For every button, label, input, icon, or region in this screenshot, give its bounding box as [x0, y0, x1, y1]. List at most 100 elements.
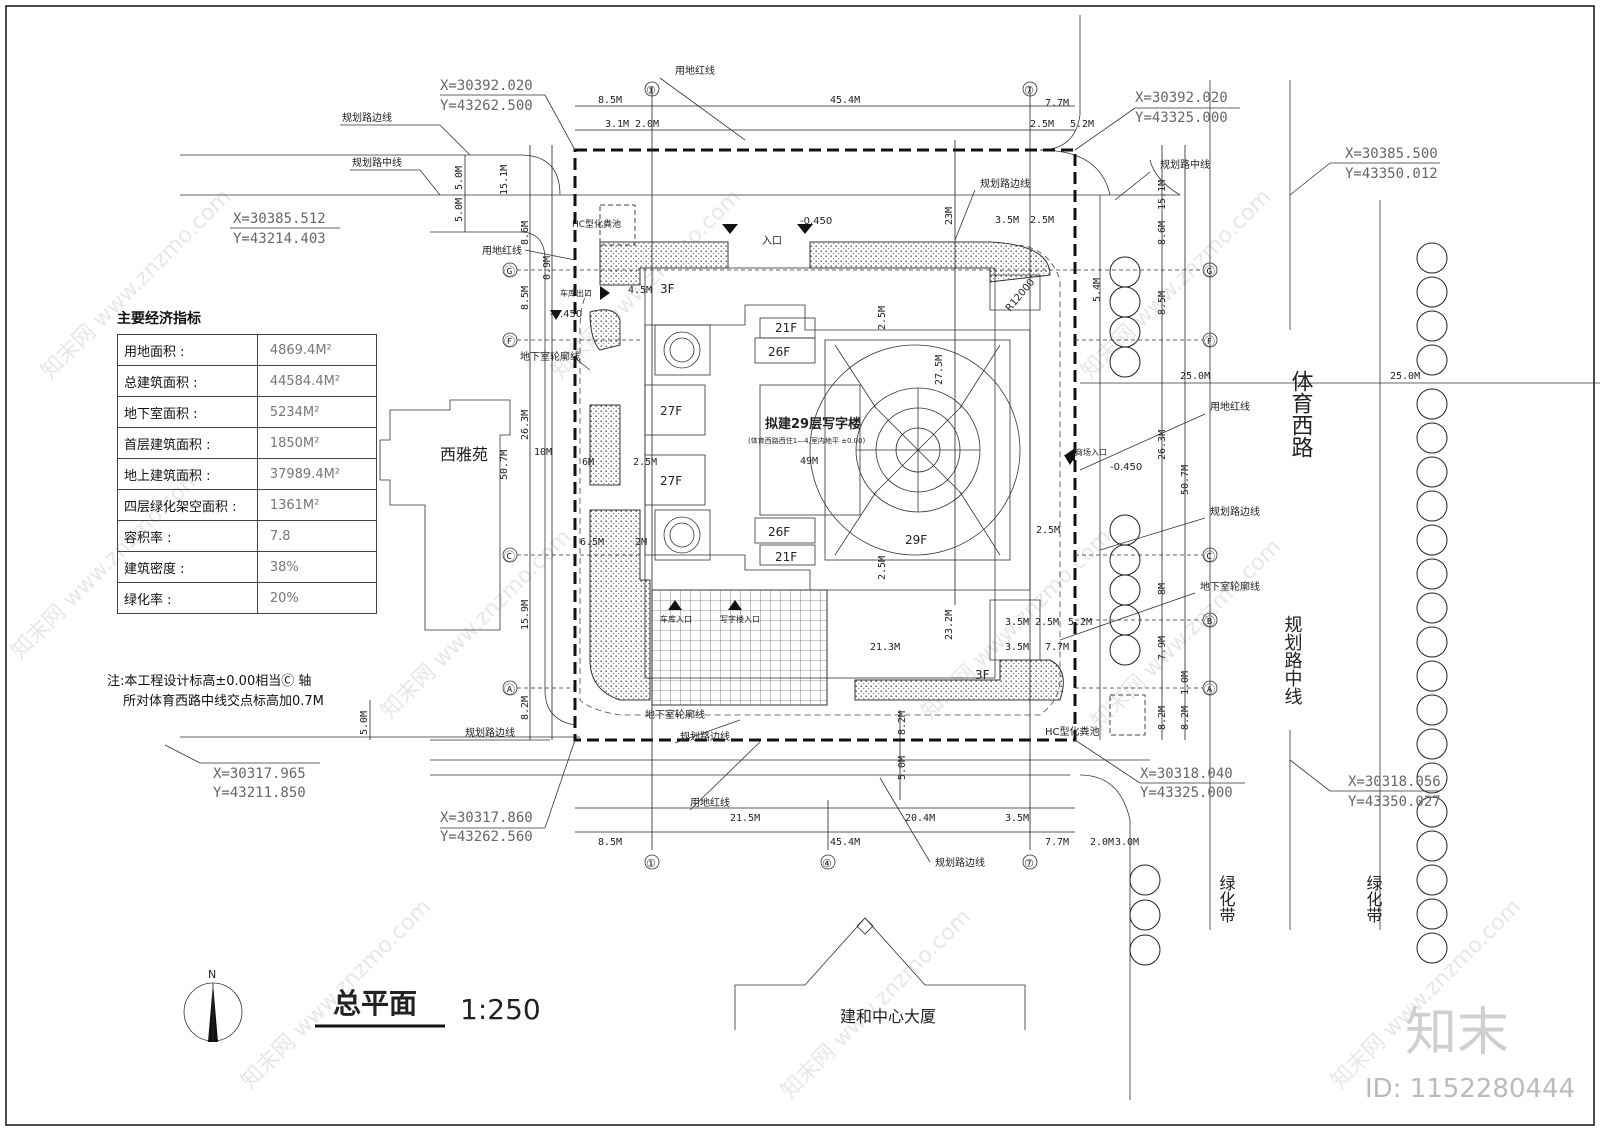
- svg-text:8.5M: 8.5M: [520, 286, 531, 310]
- road-edge-label: 规划路边线: [465, 726, 515, 739]
- road-center-vertical: 规划路中线: [1282, 615, 1303, 705]
- svg-text:1.0M: 1.0M: [1180, 671, 1191, 695]
- svg-text:21.3M: 21.3M: [870, 642, 900, 653]
- note-line: 所对体育西路中线交点标高加0.7M: [123, 694, 324, 709]
- svg-text:3.5M: 3.5M: [1005, 642, 1029, 653]
- svg-text:2.5M: 2.5M: [1035, 617, 1059, 628]
- indicator-value: 1850M²: [256, 427, 378, 459]
- svg-text:7.7M: 7.7M: [1045, 98, 1069, 109]
- svg-text:Y=43214.403: Y=43214.403: [233, 231, 326, 247]
- dimension-lines: [369, 86, 1186, 850]
- svg-text:2.5M: 2.5M: [1036, 525, 1060, 536]
- basement-label: 地下室轮廓线: [645, 708, 705, 721]
- svg-text:21.5M: 21.5M: [730, 813, 760, 824]
- svg-text:2.5M: 2.5M: [1030, 119, 1054, 130]
- svg-text:7.7M: 7.7M: [1045, 837, 1069, 848]
- coordinates: X=30392.020 Y=43262.500 X=30392.020 Y=43…: [164, 78, 1441, 845]
- indicator-value: 37989.4M²: [256, 458, 378, 490]
- axis-markers: [502, 81, 1218, 870]
- level-mark: -0.450: [1110, 462, 1142, 473]
- indicator-label: 地下室面积 :: [117, 396, 258, 428]
- axis-label: ④: [822, 857, 832, 870]
- svg-text:Y=43325.000: Y=43325.000: [1135, 110, 1228, 126]
- watermark-text: 知末网 www.znzmo.com: [1077, 184, 1277, 384]
- watermark-text: 知末网 www.znzmo.com: [377, 524, 577, 724]
- watermark-text: 知末网 www.znzmo.com: [1087, 534, 1287, 734]
- svg-text:2.0M: 2.0M: [1090, 837, 1114, 848]
- road-center-label: 规划路中线: [352, 156, 402, 169]
- watermark-text: 知末网 www.znzmo.com: [777, 904, 977, 1104]
- svg-text:23M: 23M: [944, 207, 955, 225]
- svg-text:20.4M: 20.4M: [905, 813, 935, 824]
- svg-text:X=30318.040: X=30318.040: [1140, 766, 1233, 782]
- axis-label: Ⓕ: [504, 335, 515, 348]
- indicator-label: 地上建筑面积 :: [117, 458, 258, 490]
- office-entry-label: 写字楼入口: [720, 614, 760, 624]
- floor-label: 29F: [905, 533, 927, 547]
- svg-text:5.0M: 5.0M: [897, 756, 908, 780]
- indicator-value: 20%: [256, 582, 378, 614]
- svg-text:X=30317.965: X=30317.965: [213, 766, 306, 782]
- indicator-value: 5234M²: [256, 396, 378, 428]
- svg-text:8.2M: 8.2M: [1157, 706, 1168, 730]
- neighbor-label: 西雅苑: [440, 445, 488, 464]
- axis-label: ①: [646, 84, 656, 97]
- septic-tank: [599, 204, 636, 246]
- indicator-value: 4869.4M²: [256, 334, 378, 366]
- commerce-entry-label: 商场入口: [1075, 447, 1107, 457]
- axis-label: Ⓖ: [1204, 265, 1215, 278]
- svg-text:15.9M: 15.9M: [520, 600, 531, 630]
- road-edge-label: 规划路边线: [1210, 505, 1260, 518]
- indicator-label: 四层绿化架空面积 :: [117, 489, 258, 521]
- road-edge-label: 规划路边线: [680, 730, 730, 743]
- svg-text:25.0M: 25.0M: [1180, 371, 1210, 382]
- dims-right: 15.1M 8.6M 8.5M 26.3M 50.7M 8M 7.9M 1.0M…: [1157, 180, 1191, 730]
- indicator-row: 总建筑面积 :44584.4M²: [117, 365, 378, 397]
- floor-label: 21F: [775, 321, 797, 335]
- svg-text:5.0M: 5.0M: [454, 166, 465, 190]
- road-edge-label: 规划路边线: [935, 856, 985, 869]
- indicator-value: 7.8: [256, 520, 378, 552]
- street-trees: [1109, 242, 1448, 966]
- note-line: 注:本工程设计标高±0.00相当Ⓒ 轴: [107, 674, 312, 689]
- axis-label: Ⓒ: [1204, 550, 1215, 563]
- floor-labels: 3F 21F 26F 27F 27F 26F 21F 29F 3F: [660, 282, 990, 682]
- green-zones: [589, 241, 1064, 701]
- redline-label: 用地红线: [1210, 400, 1250, 413]
- indicator-value: 38%: [256, 551, 378, 583]
- svg-text:绿化带: 绿化带: [1364, 875, 1383, 923]
- building-name: 拟建29层写字楼: [765, 416, 861, 432]
- floor-label: 26F: [768, 525, 790, 539]
- greenbelt-labels: 绿化带 绿化带: [1217, 875, 1383, 923]
- svg-text:2.5M: 2.5M: [877, 556, 888, 580]
- entry-markers: 入口 车库出口 商场入口 车库入口 写字楼入口: [550, 224, 1107, 624]
- svg-text:15.1M: 15.1M: [499, 165, 510, 195]
- svg-text:10M: 10M: [534, 447, 552, 458]
- floor-label: 27F: [660, 404, 682, 418]
- indicator-row: 容积率 :7.8: [117, 520, 378, 552]
- svg-text:50.7M: 50.7M: [1180, 465, 1191, 495]
- svg-text:8.5M: 8.5M: [1157, 291, 1168, 315]
- svg-text:8.2M: 8.2M: [1180, 706, 1191, 730]
- svg-text:45.4M: 45.4M: [830, 837, 860, 848]
- svg-text:27.5M: 27.5M: [934, 355, 945, 385]
- entrance-label: 入口: [762, 236, 782, 247]
- north-arrow: N: [183, 968, 243, 1042]
- indicator-row: 地下室面积 :5234M²: [117, 396, 378, 428]
- svg-text:3.1M: 3.1M: [605, 119, 629, 130]
- svg-text:8M: 8M: [1157, 583, 1168, 595]
- svg-text:Y=43262.560: Y=43262.560: [440, 829, 533, 845]
- dims-inner: 23M 3.5M 2.5M 4.5M 2.5M 27.5M 49M 2.5M 6…: [580, 207, 1420, 780]
- dims-bottom: 21.5M 20.4M 3.5M 8.5M 45.4M 7.7M 2.0M 3.…: [598, 813, 1139, 848]
- svg-text:2M: 2M: [635, 537, 647, 548]
- axis-label: ①: [646, 857, 656, 870]
- car-entry-label: 车库入口: [660, 614, 692, 624]
- basement-label: 地下室轮廓线: [520, 350, 580, 363]
- septic-tank: [1109, 694, 1146, 736]
- axis-label: Ⓒ: [504, 550, 515, 563]
- indicator-row: 首层建筑面积 :1850M²: [117, 427, 378, 459]
- svg-text:8.2M: 8.2M: [897, 711, 908, 735]
- basement-label: 地下室轮廓线: [1200, 580, 1260, 593]
- car-exit-label: 车库出口: [560, 288, 592, 298]
